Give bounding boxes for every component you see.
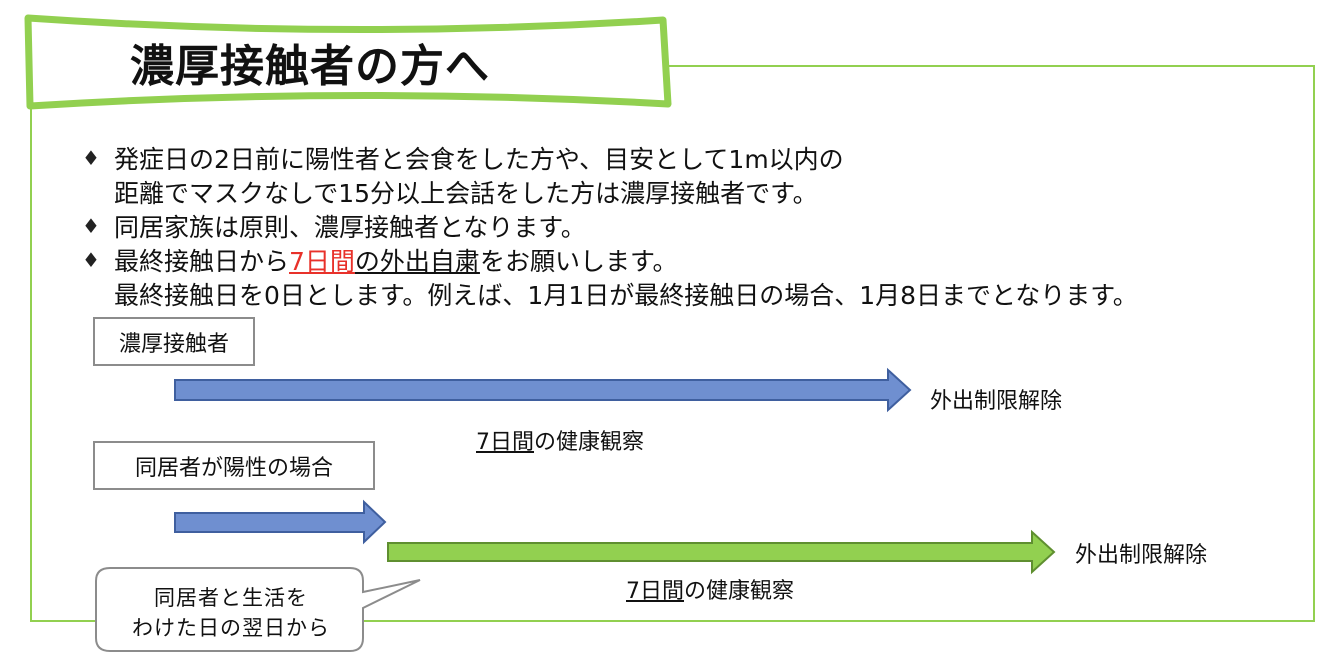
- bullet-1-line-1: 発症日の2日前に陽性者と会食をした方や、目安として1m以内の: [114, 145, 844, 174]
- observation-days-2: 7日間: [626, 579, 684, 604]
- callout-line-2: わけた日の翌日から: [132, 616, 330, 640]
- callout-line-1: 同居者と生活を: [154, 586, 308, 610]
- bullet-3-line-2: 最終接触日を0日とします。例えば、1月1日が最終接触日の場合、1月8日までとなり…: [114, 281, 1138, 310]
- bullet-diamond-icon: ♦: [82, 146, 100, 170]
- page-title: 濃厚接触者の方へ: [130, 41, 490, 92]
- cohabitant-positive-box: 同居者が陽性の場合: [93, 441, 375, 490]
- release-label-1: 外出制限解除: [930, 389, 1063, 414]
- observation-arrow-2: [387, 529, 1056, 575]
- observation-days-1: 7日間: [476, 430, 534, 455]
- observation-label-2: 7日間の健康観察: [626, 573, 794, 605]
- bullet-3-pre: 最終接触日から: [114, 247, 290, 276]
- title-banner: [24, 14, 672, 110]
- observation-label-1: 7日間の健康観察: [476, 424, 644, 456]
- bullet-1-line-2: 距離でマスクなしで15分以上会話をした方は濃厚接触者です。: [114, 179, 818, 208]
- observation-arrow-1: [174, 367, 912, 413]
- bullet-3-highlight: 7日間: [289, 247, 355, 276]
- cohabitant-arrow: [174, 499, 387, 545]
- bullet-diamond-icon: ♦: [82, 248, 100, 272]
- bullet-3-line-1: 最終接触日から7日間の外出自粛をお願いします。: [114, 242, 677, 278]
- bullet-diamond-icon: ♦: [82, 214, 100, 238]
- bullet-3-underlined: の外出自粛: [354, 247, 480, 276]
- release-label-2: 外出制限解除: [1075, 543, 1208, 568]
- close-contact-box: 濃厚接触者: [93, 317, 255, 366]
- bullet-3-post: をお願いします。: [479, 247, 678, 276]
- content-frame: [30, 65, 1315, 622]
- observation-text-1: の健康観察: [534, 430, 645, 455]
- observation-text-2: の健康観察: [684, 579, 795, 604]
- bullet-2: 同居家族は原則、濃厚接触者となります。: [114, 213, 586, 242]
- callout-bubble: [95, 567, 421, 652]
